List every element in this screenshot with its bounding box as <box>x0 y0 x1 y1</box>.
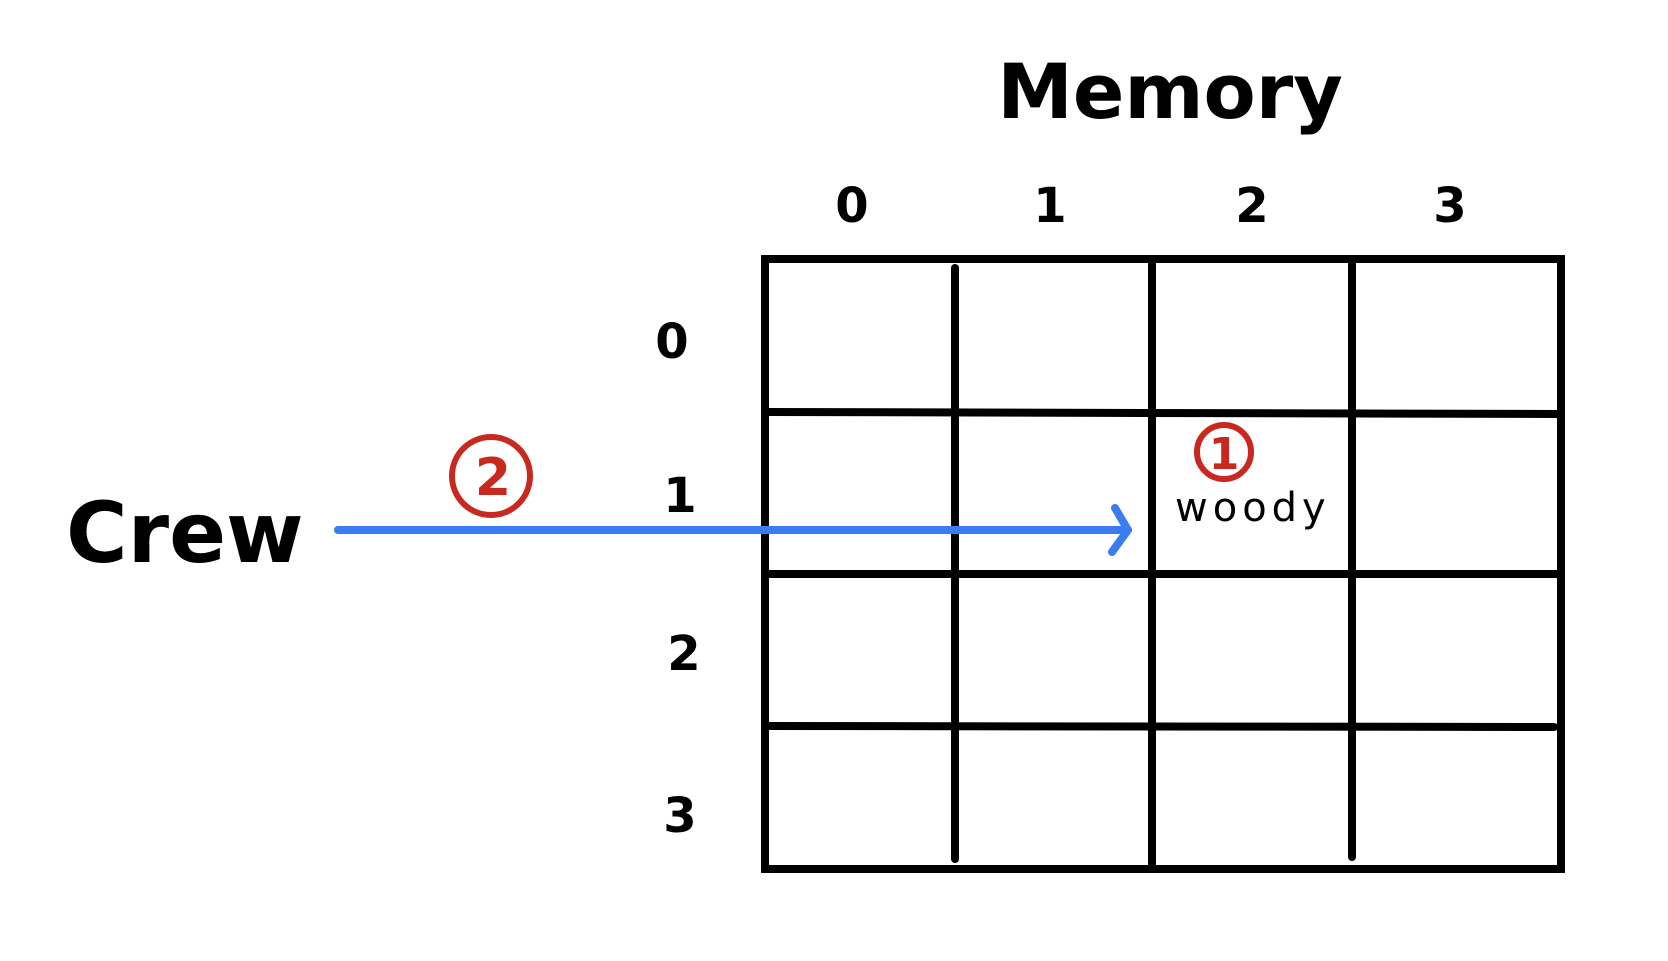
column-label: 0 <box>835 178 868 234</box>
step-1-circle <box>1194 422 1254 482</box>
row-label: 0 <box>655 314 688 370</box>
column-labels: 0 1 2 3 <box>835 178 1466 234</box>
row-labels: 0 1 2 3 <box>655 314 700 844</box>
step-1-label: 1 <box>1209 429 1240 480</box>
grid-line-horizontal <box>764 408 1561 418</box>
row-label: 3 <box>663 788 696 844</box>
step-2-label: 2 <box>475 448 511 508</box>
pointer-label: Crew <box>66 484 304 582</box>
column-label: 3 <box>1433 178 1466 234</box>
step-2-circle <box>449 434 533 518</box>
reference-arrow <box>334 504 1132 556</box>
diagram-title: Memory <box>997 47 1343 136</box>
step-2-marker: 2 <box>449 434 533 518</box>
row-label: 1 <box>663 468 696 524</box>
grid-border <box>761 255 1565 873</box>
memory-grid <box>761 255 1565 873</box>
row-label: 2 <box>667 626 700 682</box>
step-1-marker: 1 <box>1194 422 1254 482</box>
cell-value: woody <box>1175 485 1331 531</box>
column-label: 2 <box>1235 178 1268 234</box>
column-label: 1 <box>1033 178 1066 234</box>
arrow-head <box>1108 504 1132 556</box>
grid-line-horizontal <box>764 722 1558 731</box>
